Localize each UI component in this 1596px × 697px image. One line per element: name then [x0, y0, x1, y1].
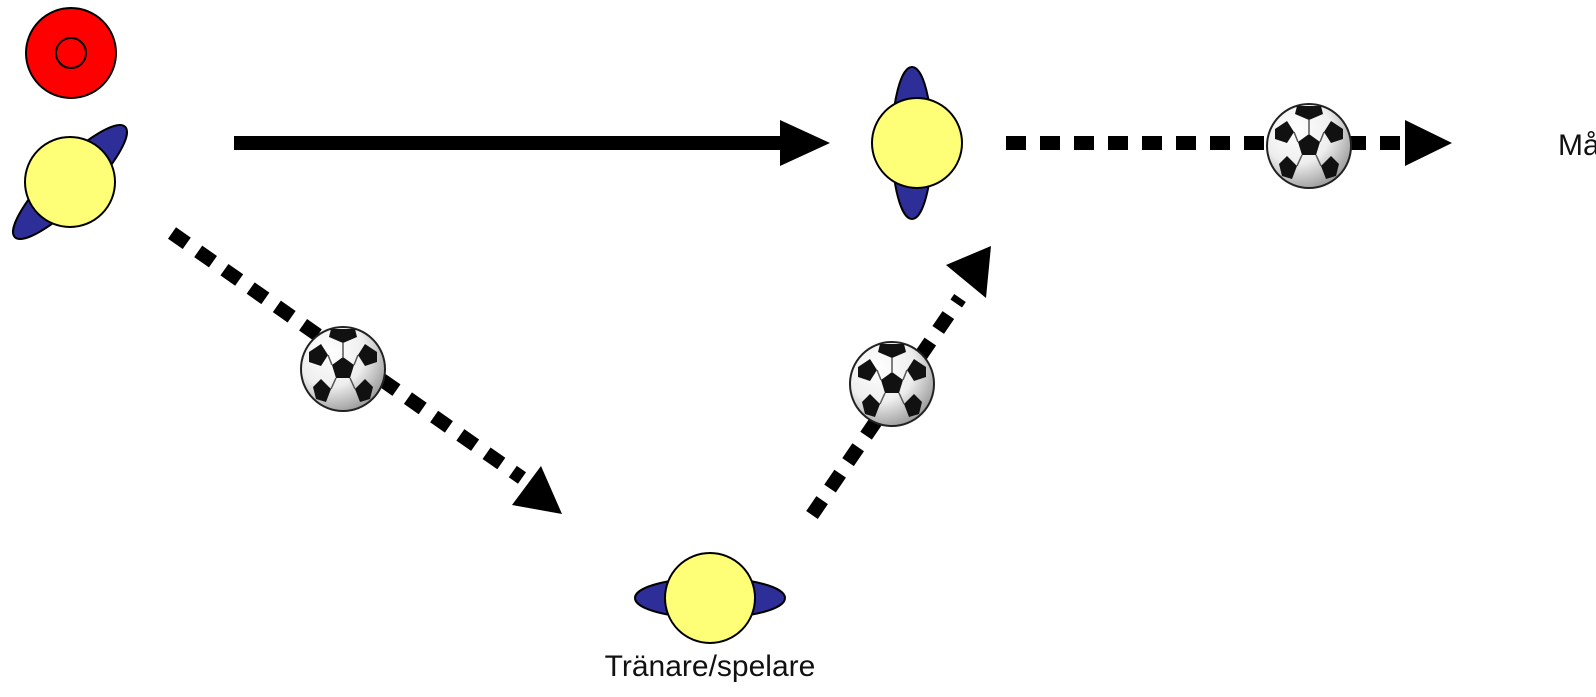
- pass-arrow: [167, 227, 562, 514]
- run-arrow: [234, 120, 830, 166]
- player-icon: [12, 124, 128, 240]
- shot-arrow: [1006, 120, 1452, 166]
- soccer-ball-icon: [1266, 103, 1352, 189]
- player-icon: [634, 552, 786, 644]
- player-icon: [871, 66, 963, 220]
- soccer-ball-icon: [849, 341, 935, 427]
- cone-marker-icon: [25, 7, 117, 99]
- coach-label: Tränare/spelare: [605, 650, 816, 683]
- goal-label: Mål: [1558, 129, 1596, 162]
- soccer-ball-icon: [300, 326, 386, 412]
